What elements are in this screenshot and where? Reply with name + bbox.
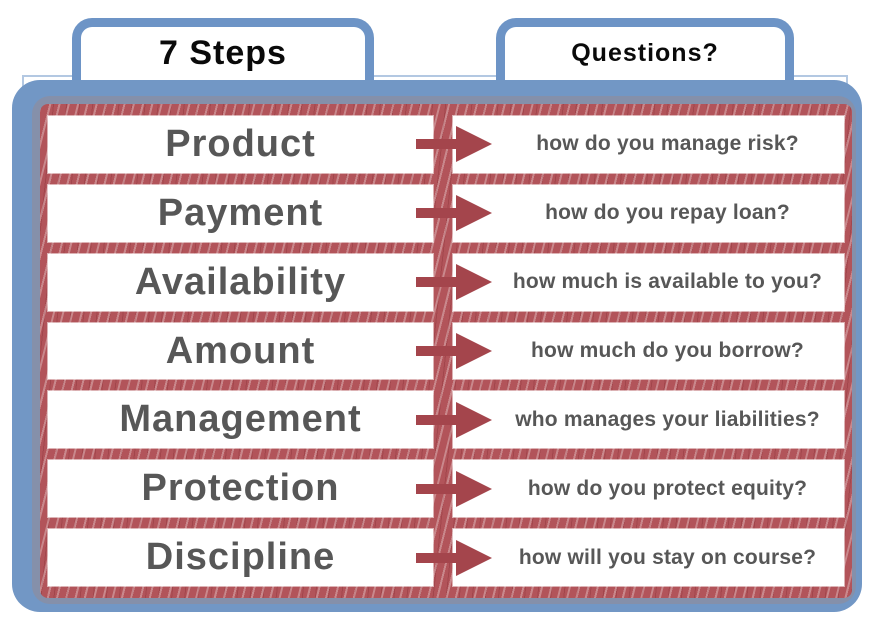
step-row-product: Product how do you manage risk? bbox=[48, 116, 844, 173]
tab-7-steps-label: 7 Steps bbox=[159, 34, 287, 72]
column-divider bbox=[433, 460, 453, 517]
question-label: how much do you borrow? bbox=[453, 322, 844, 380]
step-label: Management bbox=[48, 391, 433, 449]
column-divider bbox=[433, 254, 453, 311]
column-divider bbox=[433, 323, 453, 380]
step-row-amount: Amount how much do you borrow? bbox=[48, 322, 844, 380]
column-divider bbox=[433, 185, 453, 242]
step-label: Protection bbox=[48, 460, 433, 518]
question-label: how much is available to you? bbox=[453, 253, 844, 311]
question-label: who manages your liabilities? bbox=[453, 391, 844, 449]
step-row-availability: Availability how much is available to yo… bbox=[48, 253, 844, 311]
step-label: Product bbox=[48, 116, 433, 173]
step-label: Availability bbox=[48, 253, 433, 311]
step-row-payment: Payment how do you repay loan? bbox=[48, 184, 844, 242]
step-row-management: Management who manages your liabilities? bbox=[48, 391, 844, 449]
question-label: how will you stay on course? bbox=[453, 529, 844, 587]
panel-inner-shade: Product how do you manage risk? Payment … bbox=[32, 96, 856, 604]
step-row-discipline: Discipline how will you stay on course? bbox=[48, 529, 844, 587]
step-label: Amount bbox=[48, 322, 433, 380]
column-divider bbox=[433, 529, 453, 586]
question-label: how do you repay loan? bbox=[453, 184, 844, 242]
question-label: how do you manage risk? bbox=[453, 116, 844, 173]
folder-panel: Product how do you manage risk? Payment … bbox=[12, 80, 862, 612]
step-label: Discipline bbox=[48, 529, 433, 587]
column-divider bbox=[433, 116, 453, 173]
hatched-red-area: Product how do you manage risk? Payment … bbox=[40, 104, 852, 598]
step-label: Payment bbox=[48, 184, 433, 242]
step-row-protection: Protection how do you protect equity? bbox=[48, 460, 844, 518]
column-divider bbox=[433, 391, 453, 448]
question-label: how do you protect equity? bbox=[453, 460, 844, 518]
tab-questions-label: Questions? bbox=[571, 39, 719, 67]
